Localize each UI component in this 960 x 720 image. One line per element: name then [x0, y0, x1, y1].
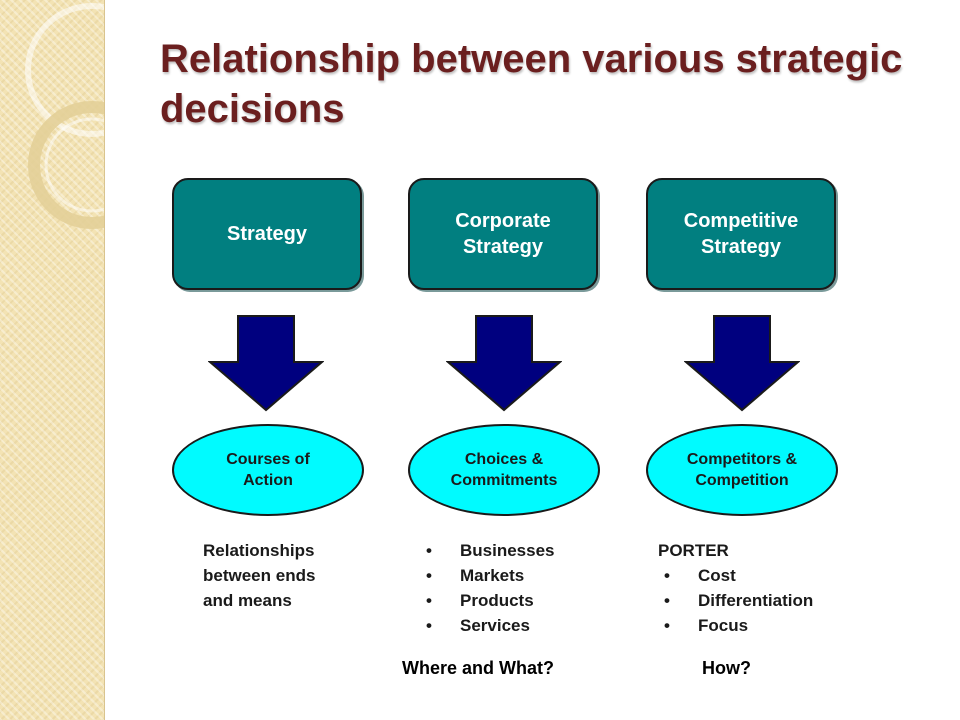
corporate-bullet-list: Businesses Markets Products Services: [420, 538, 555, 638]
list-item: Differentiation: [658, 588, 813, 613]
porter-bullet-list: Cost Differentiation Focus: [658, 563, 813, 638]
list-item: Markets: [420, 563, 555, 588]
where-and-what-question: Where and What?: [402, 658, 554, 678]
strategy-box: Strategy: [172, 178, 362, 290]
down-arrow-icon: [208, 315, 324, 412]
slide-title: Relationship between various strategic d…: [160, 37, 903, 131]
down-arrow-icon: [684, 315, 800, 412]
list-item: Products: [420, 588, 555, 613]
competitors-competition-ellipse: Competitors & Competition: [646, 424, 838, 516]
list-item: Businesses: [420, 538, 555, 563]
choices-commitments-ellipse: Choices & Commitments: [408, 424, 600, 516]
decorative-rings: [25, 3, 104, 229]
relationships-description: Relationships between ends and means: [203, 541, 316, 610]
list-item: Focus: [658, 613, 813, 638]
porter-heading: PORTER: [658, 541, 729, 560]
courses-of-action-ellipse: Courses of Action: [172, 424, 364, 516]
list-item: Cost: [658, 563, 813, 588]
list-item: Services: [420, 613, 555, 638]
decorative-side-band: [0, 0, 105, 720]
down-arrow-icon: [446, 315, 562, 412]
how-question: How?: [702, 658, 751, 678]
competitive-strategy-box: Competitive Strategy: [646, 178, 836, 290]
corporate-strategy-box: Corporate Strategy: [408, 178, 598, 290]
